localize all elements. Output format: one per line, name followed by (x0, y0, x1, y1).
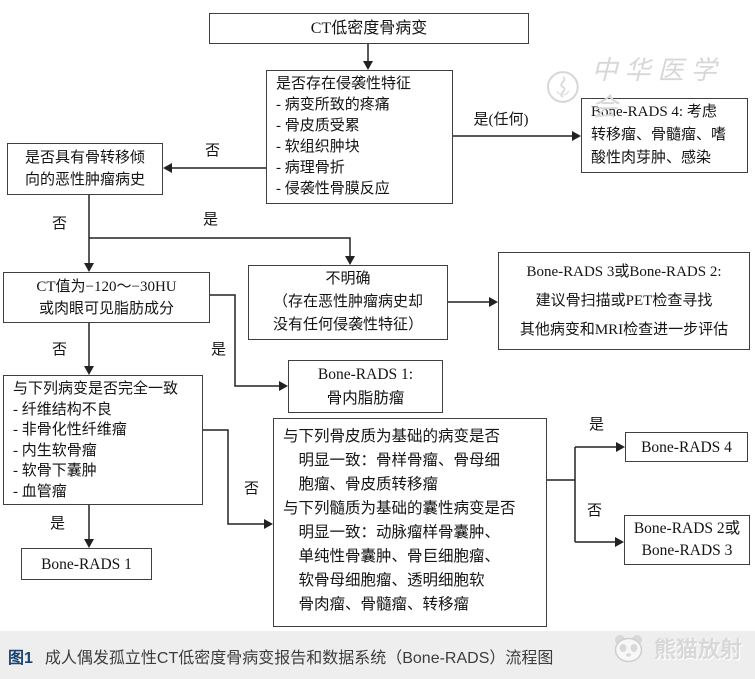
node-ct-low-density-lesion: CT低密度骨病变 (209, 13, 529, 44)
node-malignancy-history: 是否具有骨转移倾 向的恶性肿瘤病史 (7, 143, 163, 195)
figure-caption-label: 图1 (8, 650, 33, 667)
node-cortical-medullary-match: 与下列骨皮质为基础的病变是否 明显一致：骨样骨瘤、骨母细 胞瘤、骨皮质转移瘤 与… (273, 418, 547, 627)
cma-watermark-text: 中华医学会 (591, 56, 724, 122)
edge-label-yes-below-benign: 是 (50, 516, 66, 532)
node-bone-rads-2-or-3: Bone-RADS 2或 Bone-RADS 3 (624, 515, 750, 565)
node-benign-lesion-list: 与下列病变是否完全一致 - 纤维结构不良 - 非骨化性纤维瘤 - 内生软骨瘤 -… (3, 375, 203, 505)
edge-label-no-below-ct: 否 (52, 342, 68, 358)
edge-label-yes-to-lipoma: 是 (211, 342, 227, 358)
edge-label-no-below-history: 否 (52, 216, 68, 232)
panda-icon (614, 635, 643, 663)
node-indeterminate: 不明确 （存在恶性肿瘤病史却 没有任何侵袭性特征） (248, 265, 448, 340)
edge-label-yes-any: 是(任何) (473, 112, 529, 128)
cma-logo-icon (546, 71, 579, 103)
cma-watermark: 中华医学会 (546, 50, 755, 124)
node-bone-rads-4: Bone-RADS 4 (625, 432, 748, 462)
edge-label-yes-to-indeterminate: 是 (203, 212, 219, 228)
panda-watermark: 熊猫放射 (610, 632, 742, 664)
panda-watermark-text: 熊猫放射 (654, 637, 743, 662)
edge-label-no-to-match: 否 (244, 481, 260, 497)
node-bone-rads-4-consider: Bone-RADS 4: 考虑 转移瘤、骨髓瘤、嗜 酸性肉芽肿、感染 (581, 98, 748, 173)
figure-caption-text: 成人偶发孤立性CT低密度骨病变报告和数据系统（Bone-RADS）流程图 (44, 650, 554, 667)
node-bone-rads-1-lipoma: Bone-RADS 1: 骨内脂肪瘤 (288, 360, 443, 413)
node-ct-value-fat: CT值为−120～−30HU 或肉眼可见脂肪成分 (3, 272, 210, 323)
figure-caption: 图1 成人偶发孤立性CT低密度骨病变报告和数据系统（Bone-RADS）流程图 (8, 644, 553, 668)
edge-label-no-to-rads23: 否 (587, 503, 603, 519)
edge-label-no-to-history: 否 (205, 143, 221, 159)
edge-label-yes-to-rads4: 是 (589, 417, 605, 433)
node-bone-rads-1: Bone-RADS 1 (21, 548, 152, 580)
node-bone-rads-3-or-2: Bone-RADS 3或Bone-RADS 2: 建议骨扫描或PET检查寻找 其… (498, 252, 750, 350)
node-aggressive-features: 是否存在侵袭性特征 - 病变所致的疼痛 - 骨皮质受累 - 软组织肿块 - 病理… (266, 70, 453, 204)
